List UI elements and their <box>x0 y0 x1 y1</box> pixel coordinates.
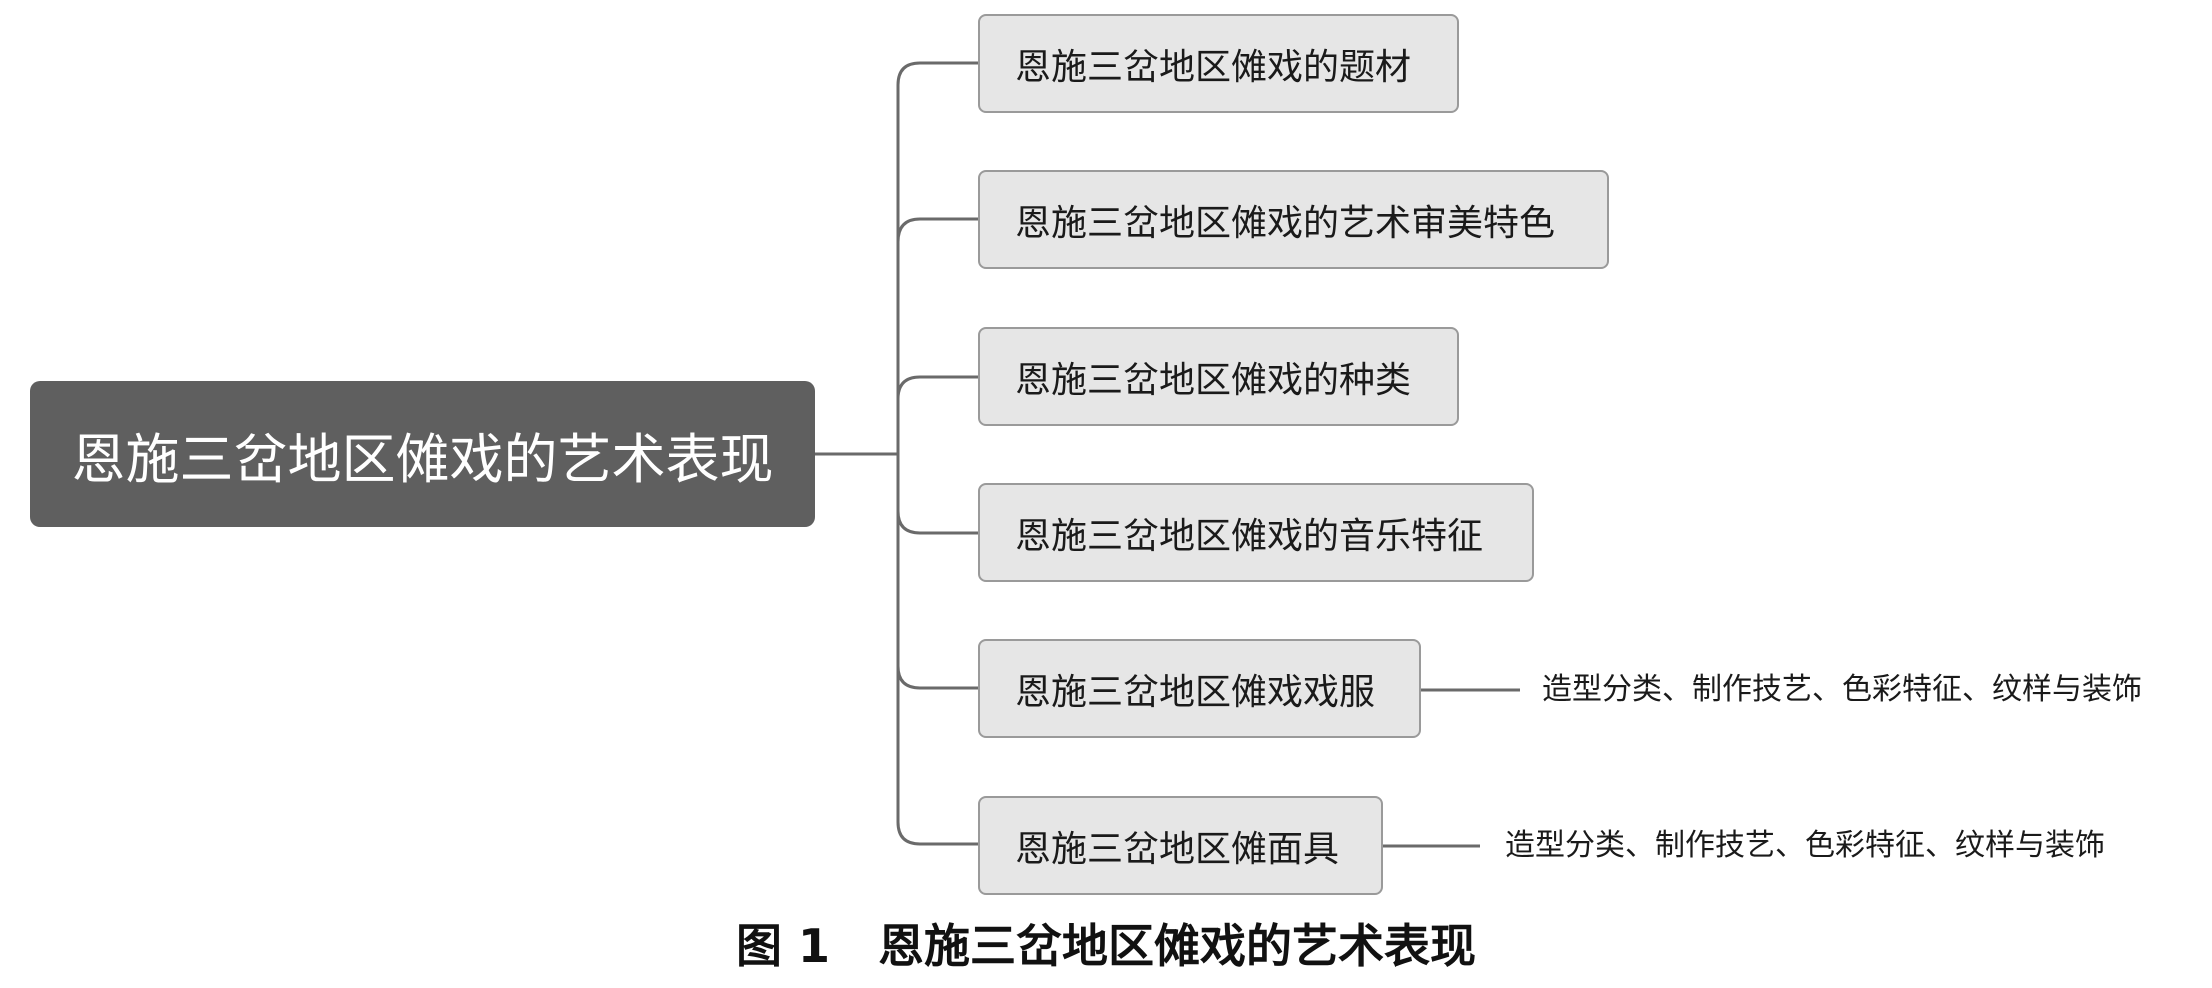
branch-node-subject: 恩施三岔地区傩戏的题材 <box>978 14 1459 113</box>
branch-node-label: 恩施三岔地区傩面具 <box>1015 828 1340 870</box>
branch-node-aesthetics: 恩施三岔地区傩戏的艺术审美特色 <box>978 170 1609 269</box>
branch-node-costume: 恩施三岔地区傩戏戏服 <box>978 639 1421 738</box>
branch-node-types: 恩施三岔地区傩戏的种类 <box>978 327 1459 426</box>
branch-connector-4 <box>896 510 978 535</box>
branch-node-mask: 恩施三岔地区傩面具 <box>978 796 1383 895</box>
figure-caption: 图 1 恩施三岔地区傩戏的艺术表现 <box>0 910 2212 976</box>
branch-node-label: 恩施三岔地区傩戏戏服 <box>1015 671 1376 713</box>
figure-number: 图 1 <box>735 919 830 973</box>
branch-connector-2 <box>896 217 978 243</box>
branch-node-label: 恩施三岔地区傩戏的种类 <box>1015 359 1412 401</box>
branch-node-label: 恩施三岔地区傩戏的题材 <box>1015 46 1412 88</box>
branch-connector-5 <box>896 665 978 690</box>
figure-title: 恩施三岔地区傩戏的艺术表现 <box>878 919 1477 973</box>
branch-node-label: 恩施三岔地区傩戏的艺术审美特色 <box>1015 202 1556 244</box>
root-node: 恩施三岔地区傩戏的艺术表现 <box>30 381 815 527</box>
trunk-line <box>896 61 978 846</box>
root-node-label: 恩施三岔地区傩戏的艺术表现 <box>71 427 774 491</box>
leaf-detail-mask: 造型分类、制作技艺、色彩特征、纹样与装饰 <box>1505 828 2105 863</box>
leaf-detail-costume: 造型分类、制作技艺、色彩特征、纹样与装饰 <box>1542 672 2142 707</box>
branch-node-music: 恩施三岔地区傩戏的音乐特征 <box>978 483 1534 582</box>
branch-node-label: 恩施三岔地区傩戏的音乐特征 <box>1015 515 1484 557</box>
branch-connector-3 <box>896 375 978 400</box>
